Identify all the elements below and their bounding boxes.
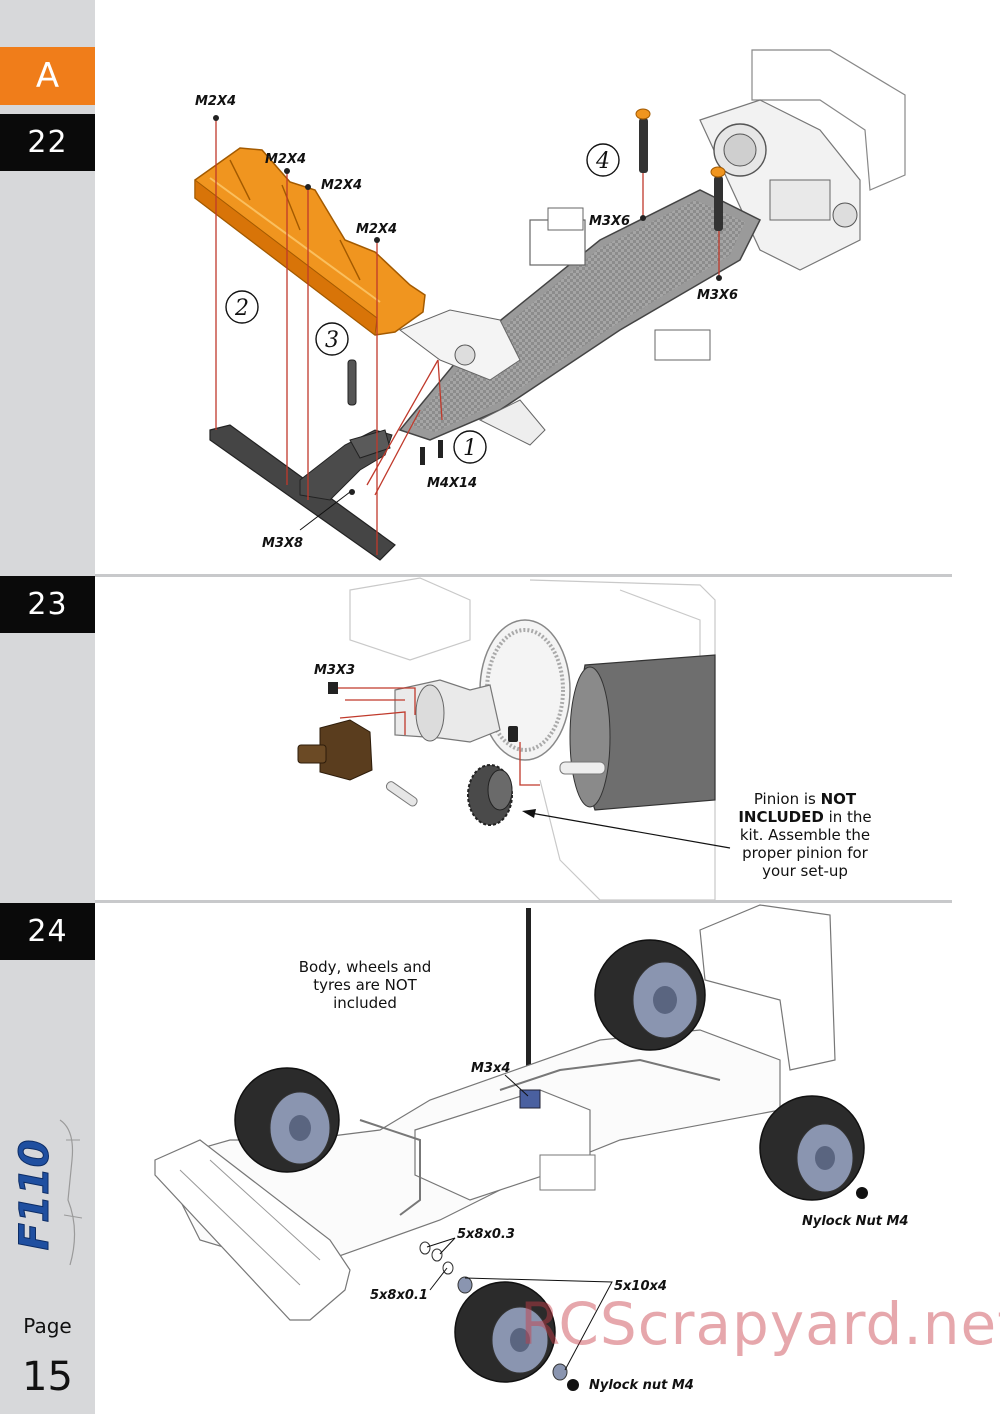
callout-1: 1 bbox=[463, 436, 477, 461]
step-tab-22: 22 bbox=[0, 114, 95, 171]
shim-label: 5x8x0.1 bbox=[370, 1288, 428, 1303]
nut-label: Nylock Nut M4 bbox=[802, 1214, 909, 1229]
screw-label: M3X6 bbox=[589, 214, 631, 229]
screw-label: M3X6 bbox=[697, 288, 739, 303]
screw-label: M2X4 bbox=[356, 222, 398, 237]
page-label: Page bbox=[23, 1314, 72, 1338]
screw-label: M3x4 bbox=[471, 1061, 511, 1076]
callout-2: 2 bbox=[234, 296, 249, 321]
f110-logo-icon: F110 bbox=[12, 1119, 83, 1266]
section-divider bbox=[95, 574, 952, 577]
screw-label: M4X14 bbox=[427, 476, 478, 491]
sidebar bbox=[0, 0, 95, 1414]
body-wheels-note: Body, wheels and tyres are NOT included bbox=[298, 958, 432, 1012]
callout-4: 4 bbox=[595, 149, 610, 174]
section-divider bbox=[95, 900, 952, 903]
shim-label: 5x8x0.3 bbox=[457, 1227, 515, 1242]
callout-3: 3 bbox=[325, 328, 339, 353]
page-number: 15 bbox=[22, 1354, 73, 1400]
step22-illustration: 1 2 3 4 bbox=[194, 49, 906, 561]
screw-label: M3X8 bbox=[262, 536, 304, 551]
screw-label: M3X3 bbox=[314, 663, 356, 678]
bearing-label: 5x10x4 bbox=[614, 1279, 667, 1294]
screw-label: M2X4 bbox=[195, 94, 237, 109]
step-tab-24: 24 bbox=[0, 903, 95, 960]
nut-label: Nylock nut M4 bbox=[589, 1378, 694, 1393]
pinion-note: Pinion is NOT INCLUDED in the kit. Assem… bbox=[738, 790, 872, 880]
logo-text: F110 bbox=[12, 1140, 58, 1251]
screw-label: M2X4 bbox=[321, 178, 363, 193]
screw-label: M2X4 bbox=[265, 152, 307, 167]
section-tab: A bbox=[0, 47, 95, 105]
watermark: RCScrapyard.net bbox=[520, 1290, 1000, 1358]
step-tab-23: 23 bbox=[0, 576, 95, 633]
